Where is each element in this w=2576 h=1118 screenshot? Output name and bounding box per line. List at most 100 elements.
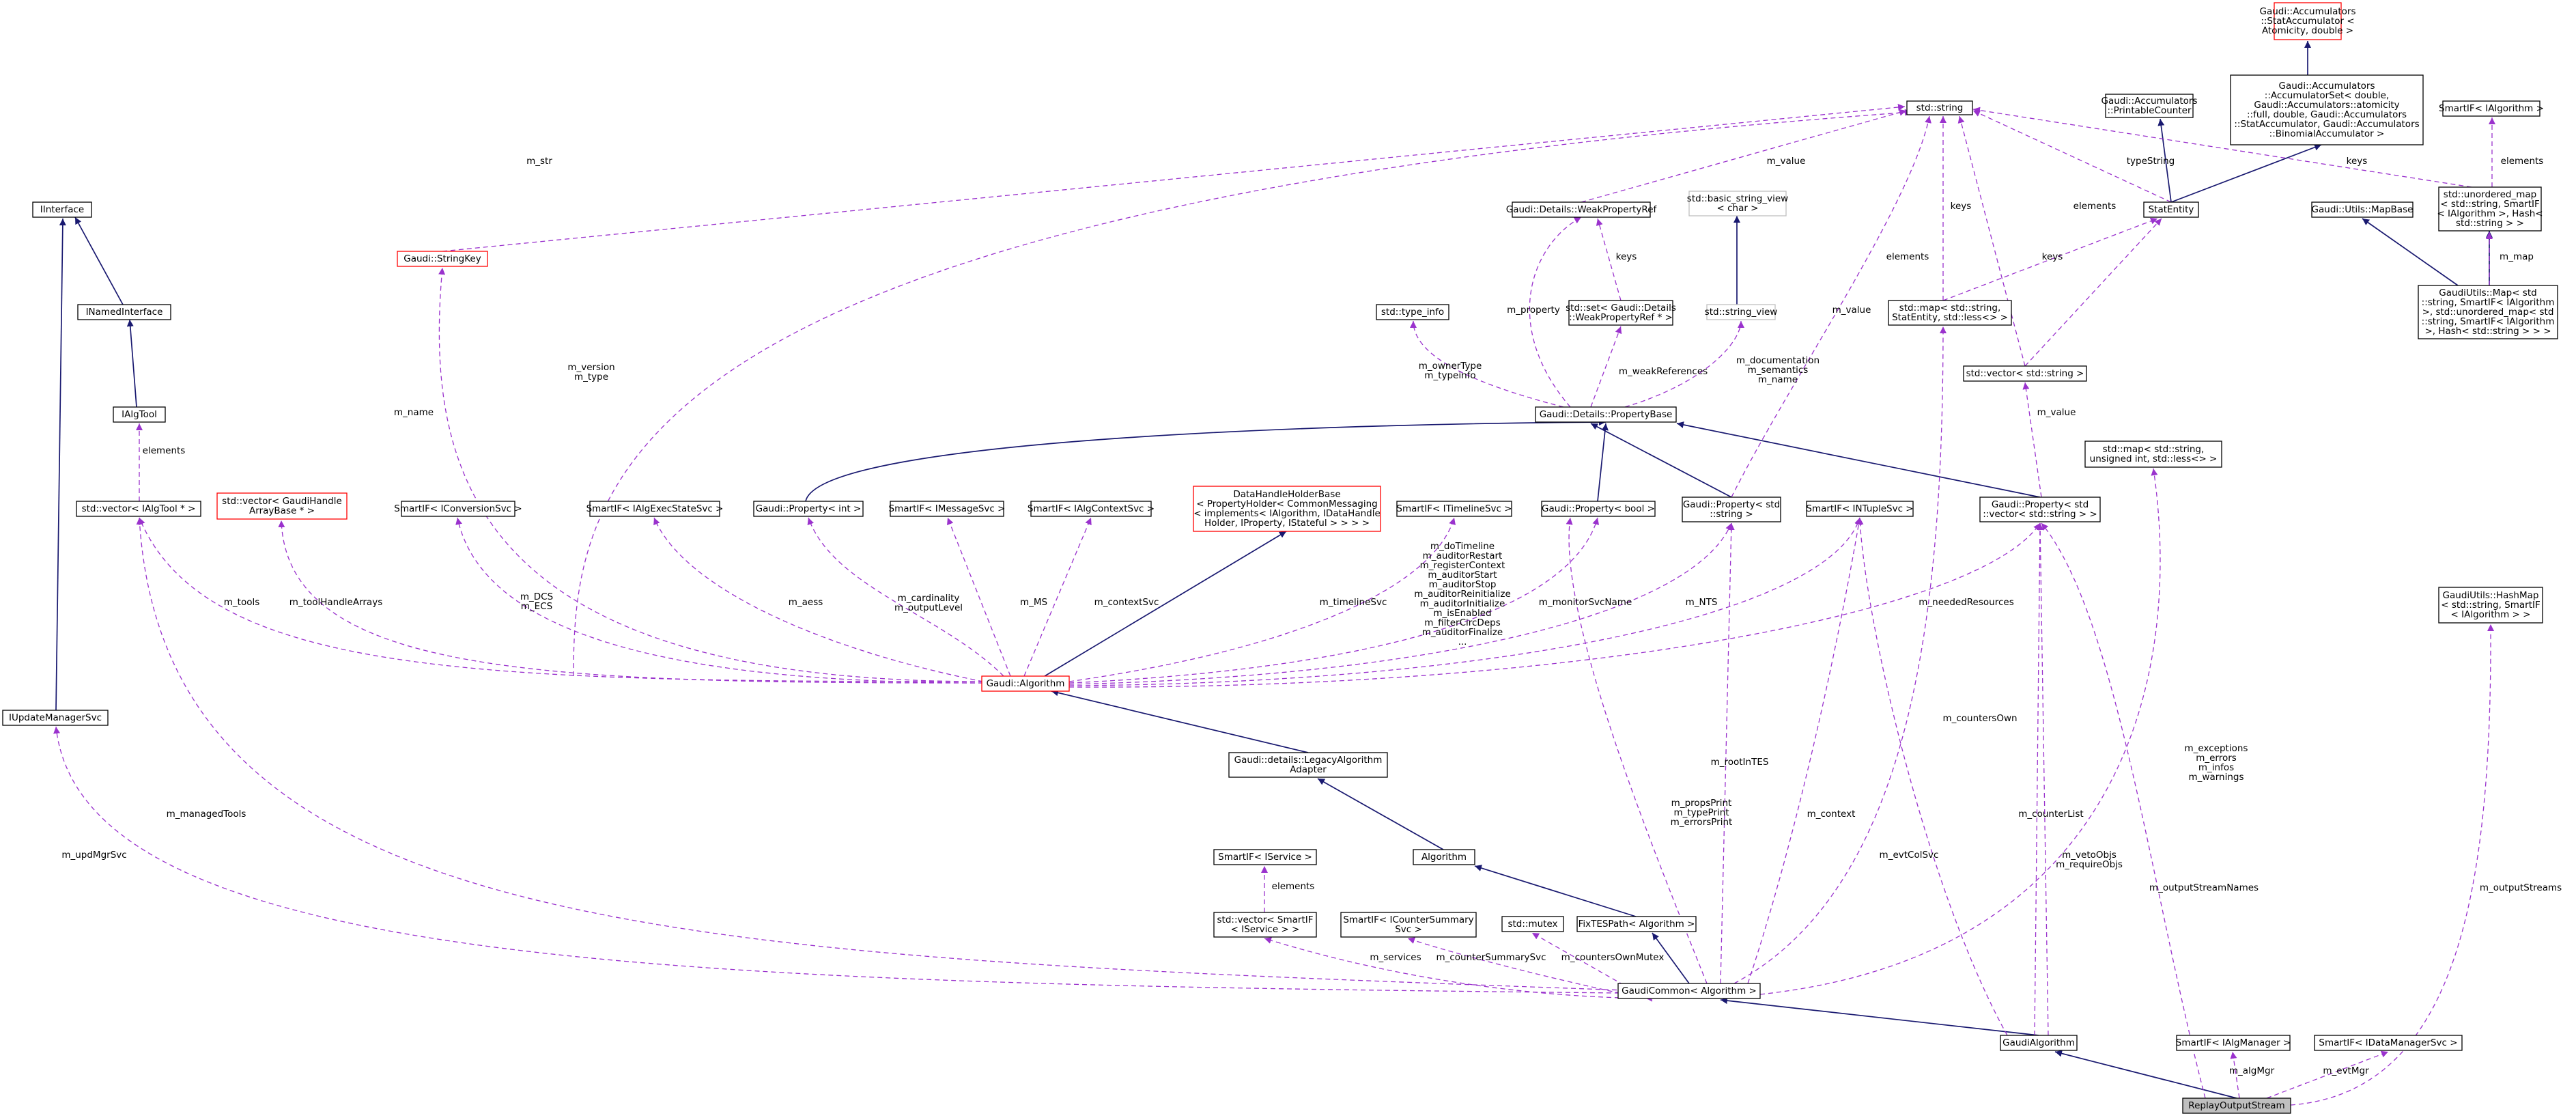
class-node[interactable]: Gaudi::Property< std::string > xyxy=(1682,497,1781,522)
class-node[interactable]: StatEntity xyxy=(2143,201,2199,218)
class-node-label: Gaudi::Details::PropertyBase xyxy=(1540,409,1673,420)
class-node[interactable]: GaudiUtils::Map< std::string, SmartIF< I… xyxy=(2418,285,2558,339)
class-node[interactable]: Gaudi::Utils::MapBase xyxy=(2311,201,2414,218)
class-node[interactable]: std::string xyxy=(1906,100,1973,115)
class-node[interactable]: Gaudi::StringKey xyxy=(397,251,488,267)
class-node[interactable]: std::string_view xyxy=(1705,304,1778,320)
class-node[interactable]: Gaudi::Property< std::vector< std::strin… xyxy=(1979,497,2101,522)
class-node[interactable]: std::map< std::string,unsigned int, std:… xyxy=(2084,441,2222,468)
class-node[interactable]: std::unordered_map< std::string, SmartIF… xyxy=(2437,186,2543,232)
inheritance-edge xyxy=(1044,531,1287,677)
class-node[interactable]: IAlgTool xyxy=(113,406,166,423)
class-node-label: std::map< std::string,unsigned int, std:… xyxy=(2090,444,2218,464)
class-node[interactable]: std::vector< SmartIF< IService > > xyxy=(1213,912,1317,938)
class-node[interactable]: SmartIF< INTupleSvc > xyxy=(1806,501,1914,517)
class-node[interactable]: Gaudi::Algorithm xyxy=(981,675,1070,692)
usage-edge xyxy=(1068,522,2041,688)
usage-edge xyxy=(1068,522,1732,685)
class-node-label: GaudiCommon< Algorithm > xyxy=(1622,986,1757,996)
class-node[interactable]: IUpdateManagerSvc xyxy=(2,710,109,726)
class-node[interactable]: Gaudi::Accumulators::StatAccumulator <At… xyxy=(2260,2,2356,40)
class-node[interactable]: GaudiUtils::HashMap< std::string, SmartI… xyxy=(2438,587,2543,624)
class-node[interactable]: std::type_info xyxy=(1376,304,1449,320)
class-node[interactable]: std::basic_string_view< char > xyxy=(1687,191,1788,216)
edge-label: m_outputStreams xyxy=(2480,882,2562,893)
edge-label: m_tools xyxy=(224,597,260,608)
class-node[interactable]: std::map< std::string,StatEntity, std::l… xyxy=(1888,300,2012,326)
class-node[interactable]: Gaudi::Accumulators::AccumulatorSet< dou… xyxy=(2230,74,2424,145)
usage-edge xyxy=(1068,517,1600,684)
usage-edge xyxy=(1596,218,1622,301)
class-node[interactable]: Gaudi::Details::WeakPropertyRef xyxy=(1506,201,1658,218)
class-node[interactable]: SmartIF< ITimelineSvc > xyxy=(1396,501,1512,517)
class-node-label: Gaudi::Details::WeakPropertyRef xyxy=(1506,204,1658,215)
edge-label: keys xyxy=(1616,251,1637,262)
class-node-label: IAlgTool xyxy=(122,409,157,420)
class-node[interactable]: GaudiCommon< Algorithm > xyxy=(1617,983,1761,999)
class-node-label: Gaudi::Property< std::string > xyxy=(1683,499,1780,520)
inheritance-edge xyxy=(2362,218,2459,286)
inheritance-edge xyxy=(2054,1050,2237,1099)
class-node[interactable]: Gaudi::Property< int > xyxy=(753,501,864,517)
usage-edge xyxy=(1856,517,2008,1036)
class-node-label: std::mutex xyxy=(1508,919,1557,930)
class-node[interactable]: SmartIF< IService > xyxy=(1213,849,1317,865)
edge-label: m_contextSvc xyxy=(1094,597,1159,608)
edge-label: typeString xyxy=(2127,156,2175,167)
usage-edge xyxy=(442,104,1906,252)
edge-label: m_countersOwn xyxy=(1942,713,2017,724)
class-node[interactable]: std::vector< std::string > xyxy=(1963,365,2087,382)
class-node[interactable]: SmartIF< IAlgManager > xyxy=(2176,1035,2291,1051)
class-node[interactable]: Algorithm xyxy=(1413,849,1475,865)
usage-edge xyxy=(1068,517,1456,682)
class-node[interactable]: Gaudi::Details::PropertyBase xyxy=(1535,406,1677,423)
inheritance-edge xyxy=(1676,421,2041,498)
class-node[interactable]: SmartIF< IDataManagerSvc > xyxy=(2314,1035,2463,1051)
class-node-label: SmartIF< IConversionSvc > xyxy=(394,503,522,514)
class-node[interactable]: SmartIF< IAlgExecStateSvc > xyxy=(586,501,724,517)
class-node[interactable]: Gaudi::Property< bool > xyxy=(1541,501,1656,517)
edge-label: m_map xyxy=(2500,251,2534,262)
edge-label: m_property xyxy=(1507,305,1560,316)
class-node[interactable]: INamedInterface xyxy=(77,304,171,320)
class-node[interactable]: std::vector< IAlgTool * > xyxy=(76,501,201,517)
class-node[interactable]: DataHandleHolderBase< PropertyHolder< Co… xyxy=(1193,486,1381,532)
class-node-label: Gaudi::Property< std::vector< std::strin… xyxy=(1983,499,2097,520)
usage-edge xyxy=(1407,937,1653,1001)
class-node-label: SmartIF< IAlgorithm > xyxy=(2439,103,2544,114)
class-node-label: GaudiUtils::Map< std::string, SmartIF< I… xyxy=(2422,288,2555,337)
inheritance-edge xyxy=(805,419,1607,502)
class-node-label: std::vector< std::string > xyxy=(1966,368,2084,379)
class-node-label: std::basic_string_view< char > xyxy=(1687,193,1788,214)
class-node[interactable]: std::set< Gaudi::Details::WeakPropertyRe… xyxy=(1566,300,1676,326)
edge-label: m_name xyxy=(394,407,434,418)
edge-label: m_services xyxy=(1370,952,1421,963)
class-node[interactable]: std::mutex xyxy=(1501,916,1564,932)
class-node[interactable]: Gaudi::Accumulators::PrintableCounter xyxy=(2101,94,2198,118)
class-node[interactable]: SmartIF< IConversionSvc > xyxy=(394,501,522,517)
class-node[interactable]: GaudiAlgorithm xyxy=(2000,1035,2078,1051)
class-node-label: IUpdateManagerSvc xyxy=(9,712,102,723)
usage-edge xyxy=(1624,320,1744,408)
class-node[interactable]: IInterface xyxy=(32,201,92,218)
edge-label: m_value xyxy=(1832,305,1871,316)
class-node[interactable]: FixTESPath< Algorithm > xyxy=(1576,916,1697,932)
class-node[interactable]: SmartIF< IMessageSvc > xyxy=(889,501,1006,517)
edge-label: m_evtMgr xyxy=(2323,1065,2369,1076)
class-node[interactable]: ReplayOutputStream xyxy=(2182,1098,2291,1114)
class-node-label: DataHandleHolderBase< PropertyHolder< Co… xyxy=(1193,489,1381,529)
edge-label: m_outputStreamNames xyxy=(2149,882,2259,893)
class-node-label: SmartIF< ITimelineSvc > xyxy=(1396,503,1512,514)
inheritance-edge xyxy=(55,218,66,711)
class-node[interactable]: SmartIF< IAlgContextSvc > xyxy=(1028,501,1155,517)
class-node[interactable]: SmartIF< IAlgorithm > xyxy=(2439,100,2544,117)
edge-label: m_evtColSvc xyxy=(1880,850,1939,861)
usage-edge xyxy=(2266,1050,2389,1099)
